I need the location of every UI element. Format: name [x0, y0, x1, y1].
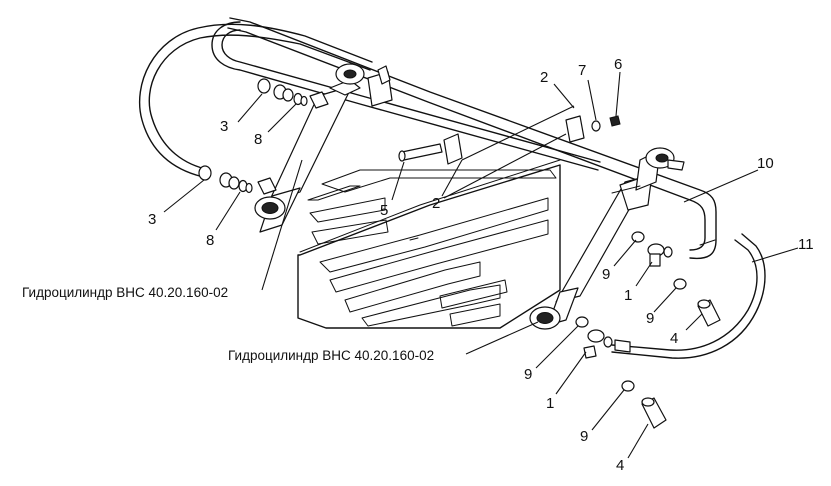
adapter-4-lower	[641, 397, 667, 429]
seal-ring-9c	[575, 316, 589, 328]
bolt-5	[398, 143, 443, 162]
label-11: 11	[798, 236, 814, 253]
leader-lines	[163, 71, 799, 459]
swivel-fitting-1-lower	[583, 329, 631, 359]
seal-ring-9d	[621, 380, 635, 392]
swivel-fitting-1-upper	[647, 243, 673, 267]
label-7: 7	[578, 62, 586, 79]
label-9b: 9	[646, 310, 654, 327]
pipe-assembly-11	[138, 23, 766, 359]
label-3-lower: 3	[148, 211, 156, 228]
label-4-lower: 4	[616, 457, 624, 474]
seal-ring-9a	[631, 231, 645, 243]
seal-ring-8-upper	[293, 92, 308, 107]
label-2-upper: 2	[540, 69, 548, 86]
label-1-lower: 1	[546, 395, 554, 412]
caption-left-cylinder: Гидроцилиндр ВНС 40.20.160-02	[22, 285, 228, 300]
fitting-3-lower	[198, 165, 240, 190]
front-frame-panel	[297, 159, 561, 329]
label-4-upper: 4	[670, 330, 678, 347]
adapter-4-upper	[697, 299, 721, 327]
left-hydraulic-cylinder	[254, 63, 365, 233]
label-10: 10	[757, 155, 774, 172]
label-9c: 9	[524, 366, 532, 383]
seal-ring-9b	[673, 278, 687, 290]
clamp-2-right	[565, 115, 585, 143]
label-1-upper: 1	[624, 287, 632, 304]
clamp-2-top	[367, 65, 393, 107]
label-2-lower: 2	[432, 195, 440, 212]
right-hydraulic-cylinder	[529, 147, 685, 330]
clamp-2-middle	[443, 133, 463, 165]
washer-7	[591, 120, 601, 132]
seal-ring-8-lower	[238, 179, 253, 194]
label-5: 5	[380, 202, 388, 219]
label-6: 6	[614, 56, 622, 73]
fitting-3-upper	[257, 78, 294, 102]
label-8-lower: 8	[206, 232, 214, 249]
label-9d: 9	[580, 428, 588, 445]
label-9a: 9	[602, 266, 610, 283]
nut-6	[609, 115, 621, 127]
caption-right-cylinder: Гидроцилиндр ВНС 40.20.160-02	[228, 348, 434, 363]
label-8-upper: 8	[254, 131, 262, 148]
label-3-upper: 3	[220, 118, 228, 135]
